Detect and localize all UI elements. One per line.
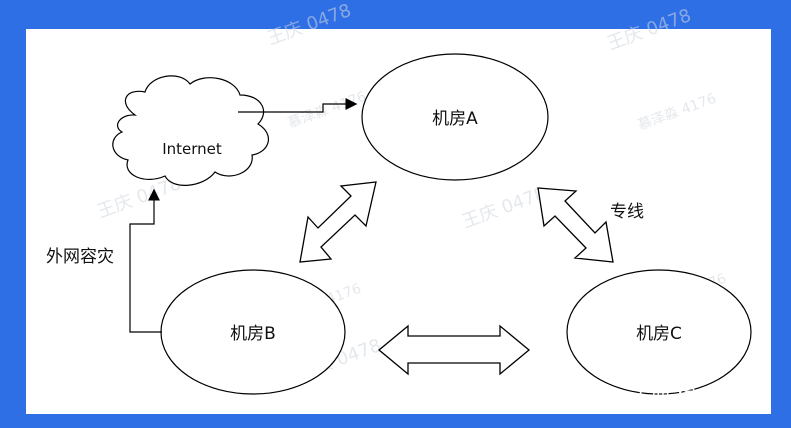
- room-b-node: 机房B: [160, 269, 346, 395]
- room-a-room-c-double-arrow: [537, 187, 614, 263]
- internet-to-room-a-arrow: [238, 98, 358, 113]
- dedicated-line-label: 专线: [610, 202, 644, 222]
- room-b-room-c-double-arrow: [377, 324, 531, 376]
- footer-credit: 掘金技术社区 @ 天要7夜宵: [478, 386, 723, 410]
- room-b-to-internet-arrow: [129, 188, 162, 333]
- internet-cloud: Internet: [112, 75, 269, 186]
- room-b-label: 机房B: [230, 324, 276, 344]
- room-a-node: 机房A: [361, 53, 549, 181]
- room-c-label: 机房C: [636, 324, 682, 344]
- internet-label: Internet: [162, 140, 222, 158]
- external-dr-label: 外网容灾: [46, 247, 114, 267]
- room-a-room-b-double-arrow: [299, 181, 377, 263]
- room-c-node: 机房C: [566, 269, 752, 395]
- room-a-label: 机房A: [432, 109, 478, 129]
- top-bar: [0, 0, 791, 10]
